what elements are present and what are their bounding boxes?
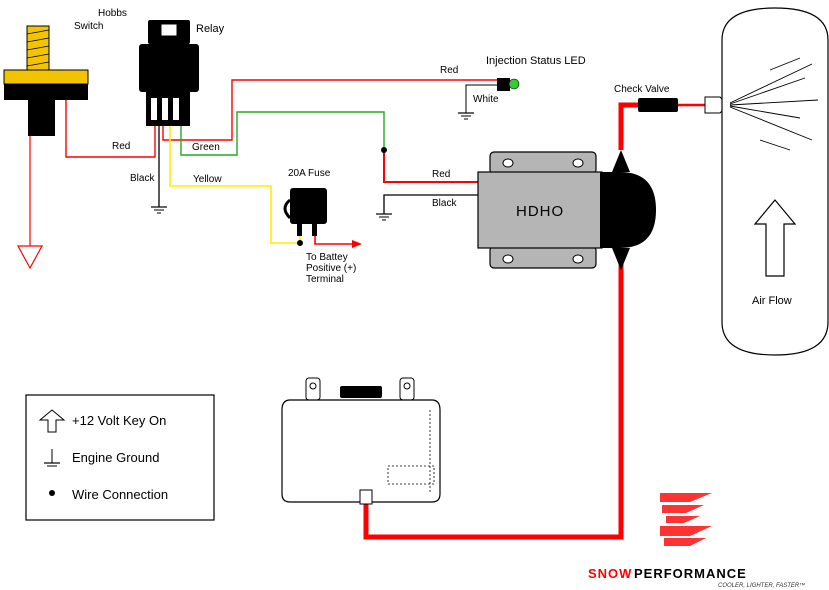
hdho-pump bbox=[477, 150, 656, 270]
wire-red-hobbs-label: Red bbox=[112, 141, 130, 152]
key-on-symbol-icon bbox=[16, 245, 44, 270]
wire-white bbox=[465, 84, 497, 113]
wire-green-label: Green bbox=[192, 142, 220, 153]
wire-fuse-battery bbox=[314, 236, 352, 245]
wire-red-led bbox=[162, 79, 503, 141]
snow-performance-logo-icon bbox=[660, 493, 712, 546]
wire-red-hobbs bbox=[65, 100, 156, 158]
relay bbox=[139, 20, 199, 126]
check-valve-label: Check Valve bbox=[614, 84, 670, 95]
hose-to-check-valve bbox=[618, 102, 640, 150]
wire-yellow bbox=[169, 125, 301, 244]
reservoir-tank bbox=[281, 377, 441, 505]
wire-black-relay-label: Black bbox=[130, 173, 155, 184]
check-valve bbox=[638, 98, 678, 112]
brand-tagline: COOLER, LIGHTER, FASTER™ bbox=[718, 582, 805, 589]
wire-yellow-label: Yellow bbox=[193, 174, 222, 185]
relay-label: Relay bbox=[196, 23, 225, 35]
arrow-right-icon bbox=[352, 240, 362, 248]
air-flow-arrow-icon bbox=[753, 199, 797, 277]
ground-symbol-icon bbox=[376, 213, 392, 221]
hobbs-switch-label-2: Switch bbox=[74, 21, 103, 32]
legend-key-on: +12 Volt Key On bbox=[72, 413, 166, 428]
wire-black-hdho-label: Black bbox=[432, 198, 457, 209]
hobbs-switch bbox=[3, 25, 89, 136]
wire-white-label: White bbox=[473, 94, 499, 105]
wire-green bbox=[180, 111, 385, 156]
legend-ground: Engine Ground bbox=[72, 450, 159, 465]
key-on-symbol-icon bbox=[38, 409, 66, 433]
injection-led-label: Injection Status LED bbox=[486, 55, 586, 67]
air-flow-label: Air Flow bbox=[752, 295, 792, 307]
legend-connection: Wire Connection bbox=[72, 487, 168, 502]
wire-connection-dot bbox=[381, 147, 387, 153]
brand-word-2: PERFORMANCE bbox=[634, 566, 747, 581]
wire-red-hdho-label: Red bbox=[432, 169, 450, 180]
wire-red-top-label: Red bbox=[440, 65, 458, 76]
battery-label-3: Terminal bbox=[306, 274, 344, 285]
wire-connection-dot bbox=[297, 240, 303, 246]
hose-tank-to-hdho bbox=[363, 262, 624, 540]
brand-word-1: SNOW bbox=[588, 566, 632, 581]
fuse bbox=[283, 188, 327, 236]
hdho-label: HDHO bbox=[516, 203, 564, 220]
wire-black-hdho bbox=[383, 194, 482, 214]
injection-led bbox=[497, 78, 520, 91]
hobbs-switch-label-1: Hobbs bbox=[98, 8, 127, 19]
wire-red-hdho bbox=[383, 150, 482, 183]
ground-symbol-icon bbox=[458, 112, 474, 120]
fuse-label: 20A Fuse bbox=[288, 168, 331, 179]
battery-label-1: To Battey bbox=[306, 252, 348, 263]
air-intake-tube bbox=[721, 7, 829, 356]
battery-label-2: Positive (+) bbox=[306, 263, 356, 274]
ground-symbol-icon bbox=[44, 449, 60, 467]
ground-symbol-icon bbox=[151, 206, 167, 214]
wire-connection-dot-icon bbox=[49, 490, 55, 496]
